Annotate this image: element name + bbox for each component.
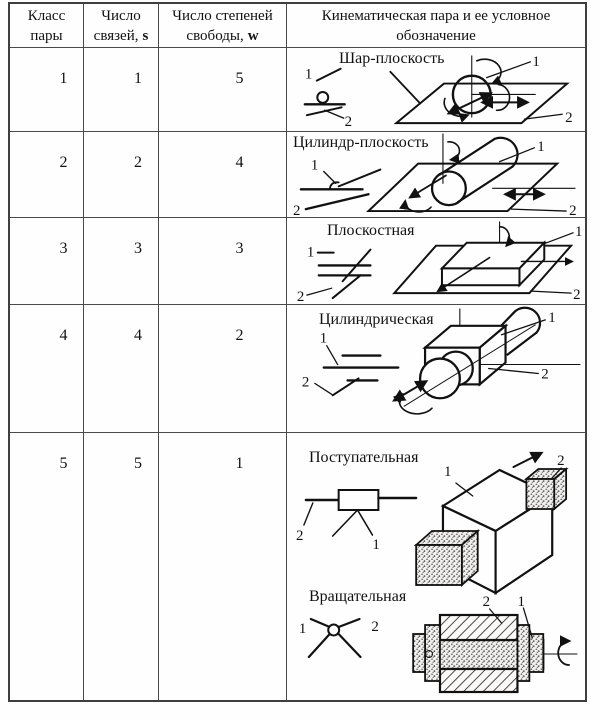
header-dof: Число степеней свободы,w: [159, 4, 287, 48]
pair-title-cylindrical: Цилиндрическая: [319, 311, 434, 328]
header-pair-class-line2: пары: [30, 27, 63, 44]
header-pair-designation: Кинематическая пара и ее условное обозна…: [287, 4, 585, 48]
pair-title-translational: Поступательная: [309, 449, 419, 466]
planar-pair-diagram: 1 2 1 2: [297, 221, 583, 304]
rotational-schematic-link1-label: 1: [299, 621, 306, 637]
schematic-link1-label: 1: [305, 67, 312, 83]
header-pair-designation-line1: Кинематическая пара и ее условное: [321, 8, 551, 24]
kinematic-pairs-table: Класс пары Число связей,s Число степеней…: [8, 2, 587, 702]
pair-class-cell-row3: 3: [10, 218, 84, 305]
constraints-symbol: s: [142, 27, 149, 44]
pair-title-planar: Плоскостная: [327, 222, 415, 239]
sketch-link1-label: 1: [575, 224, 582, 240]
translational-schematic-link2-label: 2: [296, 528, 303, 544]
ball-plane-diagram: 1 2 1 2: [303, 54, 573, 130]
sketch-link2-label: 2: [565, 110, 572, 126]
constraints-cell-row2: 2: [84, 132, 159, 218]
pair-class-cell-row4: 4: [10, 305, 84, 433]
constraints-cell-row1: 1: [84, 48, 159, 132]
constraints-cell-row3: 3: [84, 218, 159, 305]
dof-cell-row1: 5: [159, 48, 287, 132]
header-pair-class-line1: Класс: [27, 8, 66, 24]
pair-class-cell-row1: 1: [10, 48, 84, 132]
sketch-link1-label: 1: [548, 310, 555, 326]
diagram-cell-translational-rotational: Поступательная Вращательная: [287, 433, 585, 700]
constraints-cell-row5: 5: [84, 433, 159, 700]
rotational-sketch-link2-label: 2: [483, 594, 490, 610]
schematic-link1-label: 1: [311, 158, 318, 174]
sketch-link1-label: 1: [532, 54, 539, 70]
header-constraints: Число связей,s: [84, 4, 159, 48]
dof-symbol: w: [247, 27, 259, 44]
diagram-cell-cylinder-plane: Цилиндр-плоскость: [287, 132, 585, 218]
diagram-cell-cylindrical: Цилиндрическая: [287, 305, 585, 433]
schematic-link2-label: 2: [297, 289, 304, 304]
rotational-sketch-link1-label: 1: [517, 594, 524, 610]
sketch-link1-label: 1: [537, 139, 544, 155]
schematic-link1-label: 1: [320, 331, 327, 347]
schematic-link2-label: 2: [345, 114, 352, 130]
cylinder-plane-diagram: 1 2 1 2: [293, 133, 577, 217]
pair-class-cell-row2: 2: [10, 132, 84, 218]
dof-cell-row5: 1: [159, 433, 287, 700]
diagram-cell-ball-plane: Шар-плоскость: [287, 48, 585, 132]
header-dof-line1: Число степеней: [172, 8, 273, 24]
schematic-link2-label: 2: [302, 374, 309, 390]
header-constraints-line1: Число: [101, 8, 141, 24]
header-pair-designation-line2: обозначение: [396, 27, 476, 44]
translational-sketch-link1-label: 1: [444, 464, 451, 480]
dof-cell-row3: 3: [159, 218, 287, 305]
schematic-link2-label: 2: [293, 203, 300, 217]
diagram-cell-planar: Плоскостная: [287, 218, 585, 305]
schematic-link1-label: 1: [307, 245, 314, 261]
rotational-schematic-link2-label: 2: [371, 619, 378, 635]
translational-rotational-diagrams: 1 2 1 2 1 2 1 2: [296, 451, 578, 694]
header-constraints-line2: связей,s: [93, 27, 149, 44]
pair-title-ball-plane: Шар-плоскость: [339, 50, 445, 67]
cylindrical-pair-diagram: 1 2 1 2: [302, 306, 581, 415]
sketch-link2-label: 2: [541, 366, 548, 382]
header-pair-class: Класс пары: [10, 4, 84, 48]
pair-title-rotational: Вращательная: [309, 588, 407, 605]
translational-schematic-link1-label: 1: [372, 537, 379, 553]
constraints-cell-row4: 4: [84, 305, 159, 433]
sketch-link2-label: 2: [573, 287, 580, 303]
sketch-link2-label: 2: [569, 203, 576, 217]
header-dof-line2: свободы,w: [186, 27, 259, 44]
pair-class-cell-row5: 5: [10, 433, 84, 700]
pair-title-cylinder-plane: Цилиндр-плоскость: [293, 134, 429, 151]
translational-sketch-link2-label: 2: [557, 453, 564, 469]
dof-cell-row2: 4: [159, 132, 287, 218]
dof-cell-row4: 2: [159, 305, 287, 433]
